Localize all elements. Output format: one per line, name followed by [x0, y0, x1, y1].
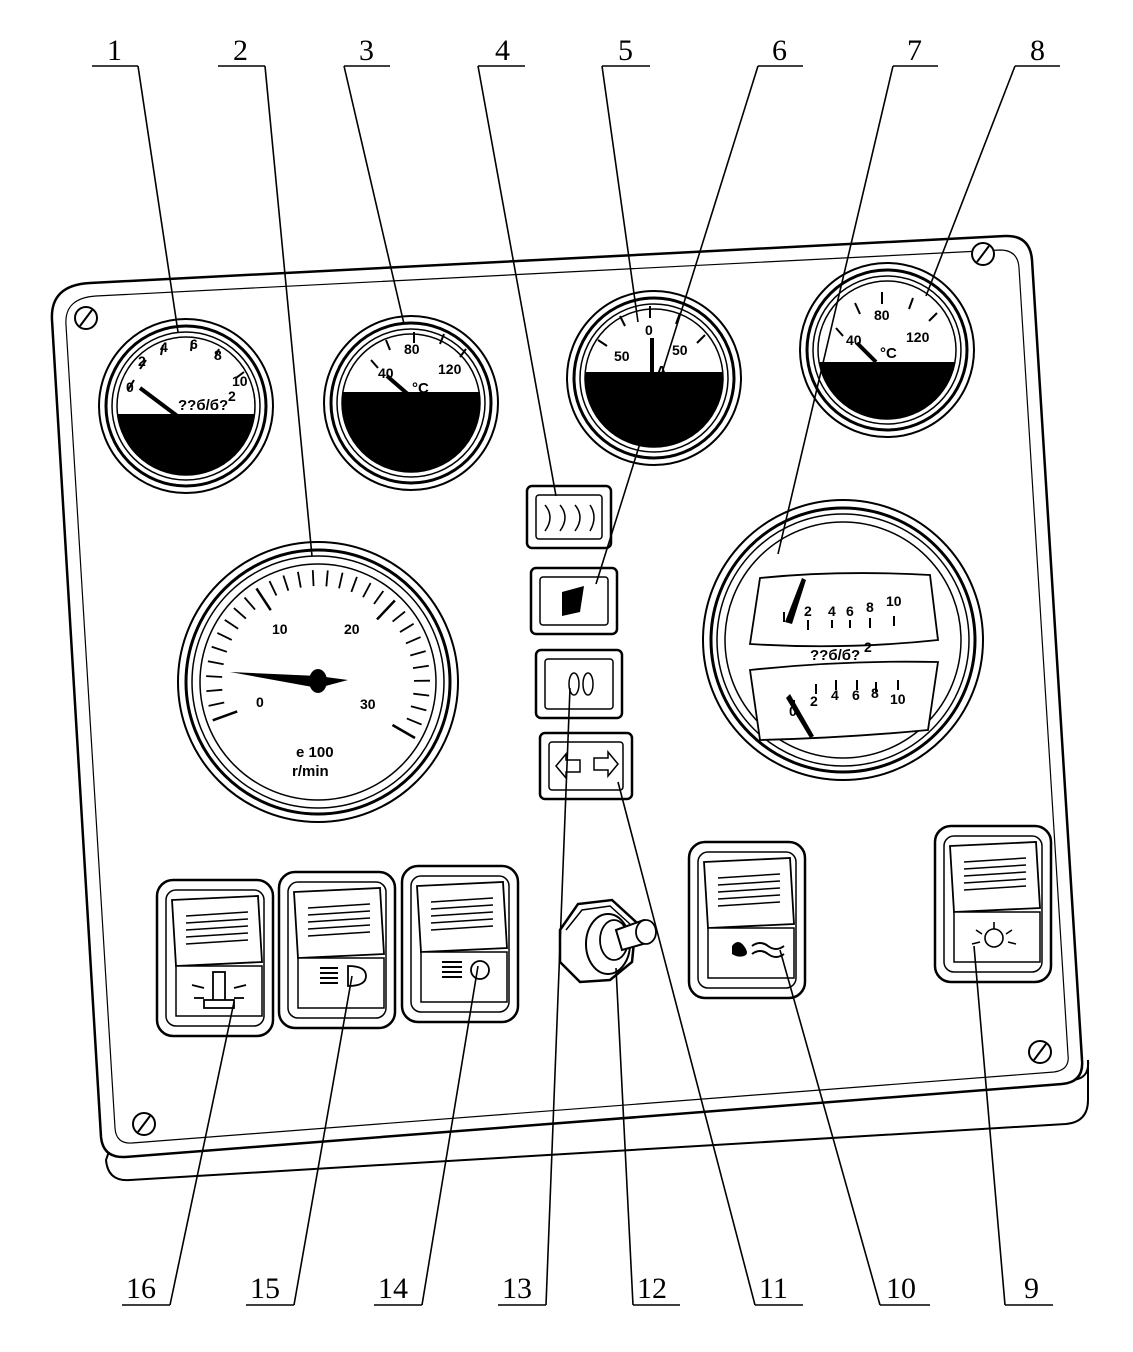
dual-lower-tick-4: 4: [831, 687, 839, 703]
oil-tick-10: 10: [232, 373, 248, 389]
tach-scale-tick: [313, 570, 314, 586]
coolant-temperature-gauge: 40 80 120 °C: [324, 316, 498, 490]
callout-11: 11: [759, 1272, 788, 1305]
tach-tick-20: 20: [344, 621, 360, 637]
temp-right-unit: °C: [880, 345, 897, 362]
oil-tick-0: 0: [126, 379, 134, 395]
temp-left-unit: °C: [412, 380, 429, 397]
amm-tick-0: 0: [645, 322, 653, 338]
oil-unit-sup: 2: [228, 388, 236, 404]
dual-upper-tick-4: 4: [828, 603, 836, 619]
callout-5: 5: [618, 34, 633, 67]
callout-13: 13: [502, 1272, 532, 1305]
indicator-lamp-6: [531, 568, 617, 634]
temp-left-tick-120: 120: [438, 361, 462, 377]
callout-1: 1: [107, 34, 122, 67]
dual-gauge: 2 4 6 8 10 ??б/б? 2 0 2 4 6 8 10: [703, 500, 983, 780]
oil-tick-4: 4: [160, 339, 168, 355]
amm-tick-right-50: 50: [672, 342, 688, 358]
rocker-switch-15[interactable]: [279, 872, 395, 1028]
rocker-switch-9[interactable]: [935, 826, 1051, 982]
dual-upper-tick-8: 8: [866, 599, 874, 615]
callouts-bottom: 16 15 14 13 12 11 10 9: [126, 1272, 1039, 1305]
callout-4: 4: [495, 34, 510, 67]
screw-bottom-right: [1029, 1041, 1051, 1063]
rocker-switch-14[interactable]: [402, 866, 518, 1022]
dual-upper-tick-10: 10: [886, 593, 902, 609]
screw-bottom-left: [133, 1113, 155, 1135]
dual-unit: ??б/б?: [810, 647, 860, 664]
callout-7: 7: [907, 34, 922, 67]
callout-15: 15: [250, 1272, 280, 1305]
oil-tick-6: 6: [190, 336, 198, 352]
oil-tick-2: 2: [138, 353, 146, 369]
dual-lower-tick-6: 6: [852, 687, 860, 703]
callout-3: 3: [359, 34, 374, 67]
dual-unit-sup: 2: [864, 639, 872, 655]
amm-tick-left-50: 50: [614, 348, 630, 364]
tach-tick-30: 30: [360, 696, 376, 712]
tach-unit: r/min: [292, 763, 329, 780]
indicator-lamp-13: [536, 650, 622, 718]
callout-12: 12: [637, 1272, 667, 1305]
callout-9: 9: [1024, 1272, 1039, 1305]
ammeter-gauge: 50 0 50 A: [567, 291, 741, 465]
callout-6: 6: [772, 34, 787, 67]
screw-top-right: [972, 243, 994, 265]
temp-right-tick-120: 120: [906, 329, 930, 345]
callout-2: 2: [233, 34, 248, 67]
callout-10: 10: [886, 1272, 916, 1305]
temp-right-tick-80: 80: [874, 307, 890, 323]
dual-upper-tick-6: 6: [846, 603, 854, 619]
oil-pressure-gauge: 0 2 4 6 8 10 ??б/б? 2: [99, 319, 273, 494]
dual-upper-tick-2: 2: [804, 603, 812, 619]
rocker-switch-16[interactable]: [157, 880, 273, 1036]
callout-14: 14: [378, 1272, 408, 1305]
turn-signal-indicator: [540, 733, 632, 799]
tach-multiplier: e 100: [296, 744, 334, 761]
tach-tick-10: 10: [272, 621, 288, 637]
tachometer: 0 10 20 30 e 100 r/min: [178, 542, 458, 822]
tach-scale-tick: [206, 676, 222, 677]
callouts-top: 1 2 3 4 5 6 7 8: [107, 34, 1045, 67]
tach-tick-0: 0: [256, 694, 264, 710]
screw-top-left: [75, 307, 97, 329]
dual-lower-tick-10: 10: [890, 691, 906, 707]
callout-16: 16: [126, 1272, 156, 1305]
amm-unit: A: [656, 363, 667, 380]
oil-unit: ??б/б?: [178, 397, 228, 414]
dual-lower-tick-2: 2: [810, 693, 818, 709]
temp-left-tick-80: 80: [404, 341, 420, 357]
oil-tick-8: 8: [214, 347, 222, 363]
indicator-lamp-4: [527, 486, 611, 548]
dual-lower-tick-8: 8: [871, 685, 879, 701]
callout-8: 8: [1030, 34, 1045, 67]
